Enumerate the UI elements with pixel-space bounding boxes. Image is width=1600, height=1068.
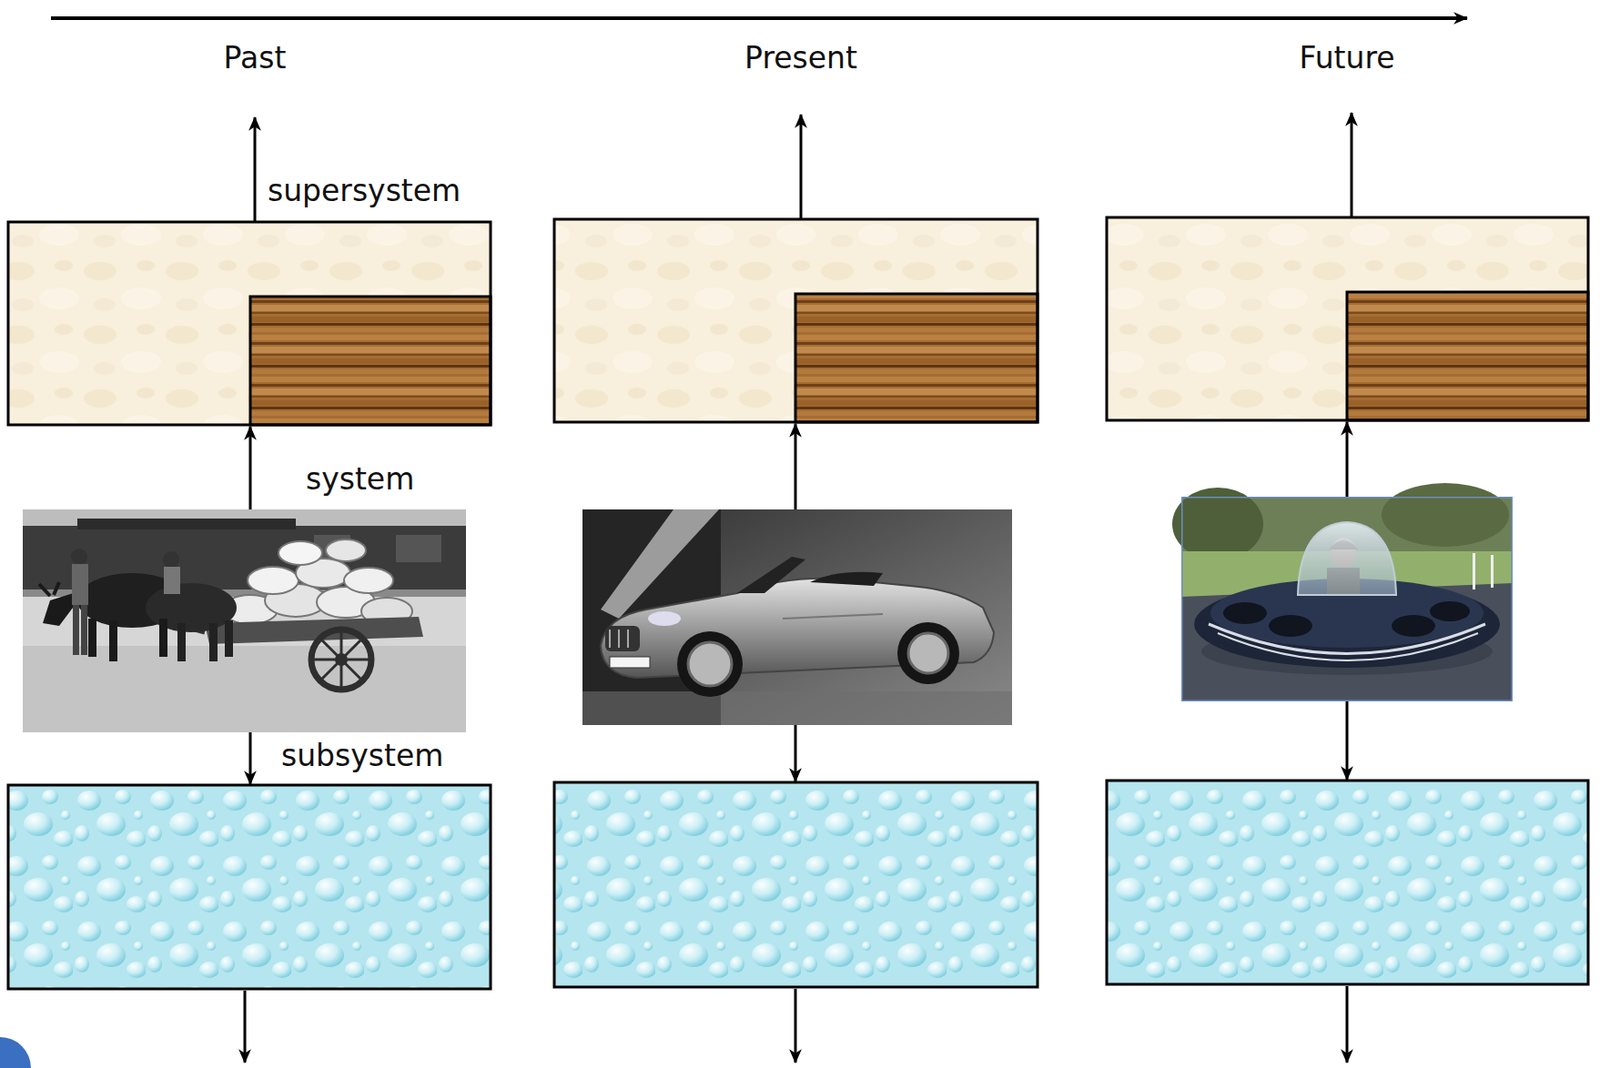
- future-column: [1106, 112, 1589, 1064]
- subsystem-box: [8, 785, 491, 990]
- corner-mark: [0, 1037, 31, 1068]
- wood-inset: [250, 296, 491, 426]
- column-heading: Future: [1298, 40, 1395, 77]
- supersystem-box: [1106, 217, 1589, 421]
- ox-cart-photo: [22, 509, 466, 733]
- supersystem-box: [8, 222, 491, 426]
- down-arrow: [1346, 701, 1349, 780]
- subsystem-box: [1106, 780, 1589, 985]
- subsystem-box: [554, 782, 1038, 988]
- car-photo: [582, 509, 1013, 726]
- up-arrow: [253, 117, 257, 223]
- down-arrow: [249, 732, 253, 785]
- up-arrow: [794, 424, 798, 510]
- down-arrow: [794, 989, 798, 1064]
- down-arrow: [794, 725, 798, 782]
- present-column: [554, 114, 1038, 1064]
- up-arrow: [1346, 422, 1349, 497]
- down-arrow: [243, 991, 247, 1064]
- past-column: [8, 117, 491, 1064]
- supersystem-box: [554, 219, 1038, 423]
- wood-inset: [795, 293, 1038, 423]
- column-heading: Present: [744, 40, 858, 77]
- level-label: system: [305, 461, 415, 498]
- wood-inset: [1346, 292, 1589, 421]
- up-arrow: [249, 426, 253, 510]
- up-arrow: [800, 114, 803, 220]
- time-axis: [50, 18, 1468, 20]
- level-label: supersystem: [267, 172, 461, 210]
- level-label: subsystem: [281, 738, 444, 775]
- column-heading: Past: [223, 40, 287, 77]
- up-arrow: [1350, 112, 1354, 218]
- flying-saucer-photo: [1172, 483, 1513, 702]
- down-arrow: [1346, 986, 1349, 1064]
